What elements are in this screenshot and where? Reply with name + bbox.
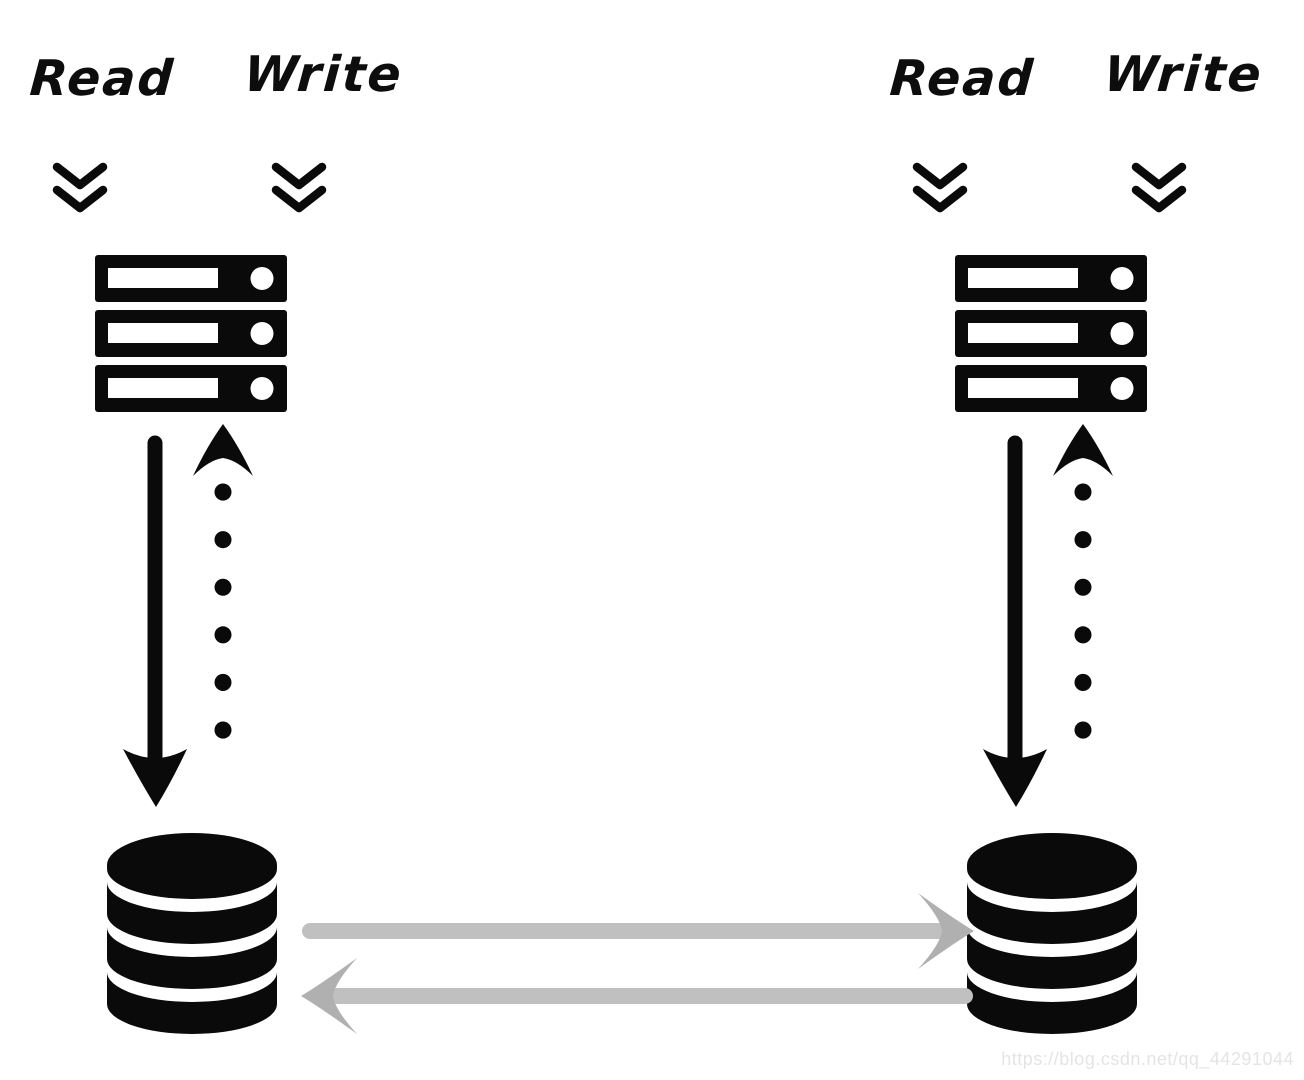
write-label: Write [1102, 46, 1265, 103]
double-chevron-down-icon [52, 162, 108, 213]
solid-down-arrow [123, 435, 187, 807]
replication-arrow-right [302, 893, 974, 969]
double-chevron-down-icon [271, 162, 327, 213]
write-label: Write [242, 46, 405, 103]
cluster-right: Read Write [860, 0, 1304, 1080]
watermark: https://blog.csdn.net/qq_44291044 [1001, 1049, 1294, 1069]
database-cylinder-icon [967, 833, 1137, 1034]
dotted-up-arrow [1053, 424, 1113, 786]
double-chevron-down-icon [912, 162, 968, 213]
dotted-up-arrow [193, 424, 253, 786]
double-chevron-down-icon [1131, 162, 1187, 213]
read-label: Read [28, 50, 177, 107]
server-rack-icon [95, 255, 287, 412]
read-label: Read [888, 50, 1037, 107]
replication-arrow-left [301, 958, 973, 1034]
database-cylinder-icon [107, 833, 277, 1034]
cluster-left: Read Write [0, 0, 444, 1080]
server-rack-icon [955, 255, 1147, 412]
solid-down-arrow [983, 435, 1047, 807]
replication-arrows [301, 893, 974, 1034]
